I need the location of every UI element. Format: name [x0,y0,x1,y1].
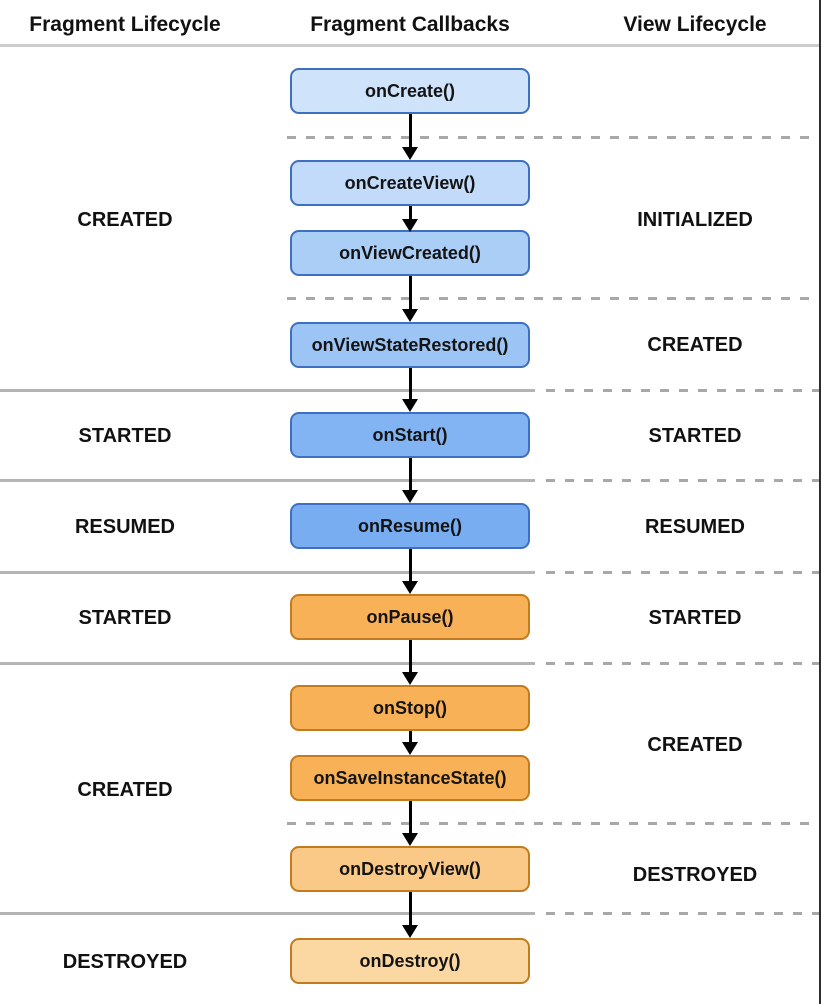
callback-box-ondestroy: onDestroy() [290,938,530,984]
view-state-created: CREATED [647,334,743,356]
view-state-started-2: STARTED [648,607,742,629]
arrow-down-icon [402,640,419,685]
column-title-fragment-lifecycle: Fragment Lifecycle [29,13,221,36]
fragment-state-started: STARTED [78,425,172,447]
arrow-down-icon [402,892,419,938]
callback-box-onresume: onResume() [290,503,530,549]
solid-divider-5-dash [546,912,821,915]
column-title-fragment-callbacks: Fragment Callbacks [310,13,510,36]
dashed-divider-3 [287,822,821,825]
view-state-started: STARTED [648,425,742,447]
dashed-divider-2 [287,297,821,300]
fragment-state-destroyed: DESTROYED [62,951,188,973]
callback-box-ondestroyview: onDestroyView() [290,846,530,892]
fragment-state-resumed: RESUMED [74,516,175,538]
callback-box-onsaveinstancestate: onSaveInstanceState() [290,755,530,801]
solid-divider-2-dash [546,479,821,482]
solid-divider-4 [0,662,535,665]
solid-divider-1-dash [546,389,821,392]
arrow-down-icon [402,368,419,412]
arrow-down-icon [402,206,419,232]
callback-box-onstop: onStop() [290,685,530,731]
column-title-view-lifecycle: View Lifecycle [623,13,767,36]
fragment-state-created: CREATED [77,209,173,231]
dashed-divider-1 [287,136,821,139]
callback-box-oncreateview: onCreateView() [290,160,530,206]
view-state-created-2: CREATED [647,734,743,756]
callback-box-onviewcreated: onViewCreated() [290,230,530,276]
callback-box-onpause: onPause() [290,594,530,640]
solid-divider-4-dash [546,662,821,665]
arrow-down-icon [402,114,419,160]
arrow-down-icon [402,458,419,503]
callback-box-onviewstaterestored: onViewStateRestored() [290,322,530,368]
view-state-destroyed: DESTROYED [632,864,758,886]
view-state-resumed: RESUMED [644,516,745,538]
arrow-down-icon [402,801,419,846]
image-right-border [819,0,821,1004]
solid-divider-2 [0,479,535,482]
view-state-initialized: INITIALIZED [637,209,753,231]
arrow-down-icon [402,276,419,322]
solid-divider-1 [0,389,535,392]
arrow-down-icon [402,731,419,755]
fragment-state-created-2: CREATED [77,779,173,801]
solid-divider-5 [0,912,535,915]
header-divider-line [0,44,821,47]
callback-box-onstart: onStart() [290,412,530,458]
fragment-state-started-2: STARTED [78,607,172,629]
arrow-down-icon [402,549,419,594]
solid-divider-3 [0,571,535,574]
solid-divider-3-dash [546,571,821,574]
callback-box-oncreate: onCreate() [290,68,530,114]
